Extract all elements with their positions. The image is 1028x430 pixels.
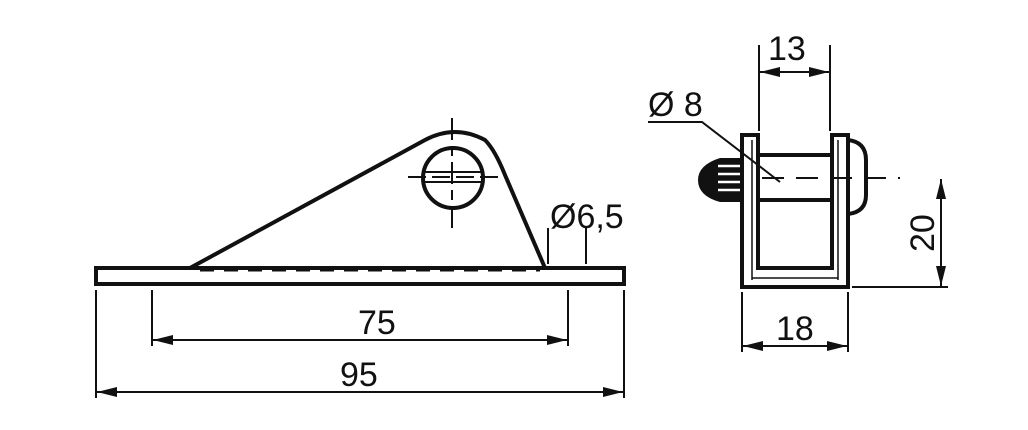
hole-diameter-label: Ø6,5 [550, 198, 624, 236]
inner-width-label: 13 [768, 30, 806, 68]
bracket-arm [189, 130, 547, 270]
pin-diameter-label: Ø 8 [648, 86, 703, 124]
overall-length-label: 95 [340, 356, 378, 394]
base-plate [94, 266, 626, 286]
outer-width-label: 18 [776, 310, 814, 348]
pin-diameter-leader [648, 121, 781, 183]
knurled-head [698, 158, 742, 202]
side-view: Ø6,5 75 95 [94, 118, 626, 398]
end-view: 13 Ø 8 20 18 [648, 30, 948, 352]
hole-spacing-label: 75 [358, 304, 396, 342]
knurl-grooves [718, 164, 740, 192]
pin-height-label: 20 [904, 214, 942, 252]
